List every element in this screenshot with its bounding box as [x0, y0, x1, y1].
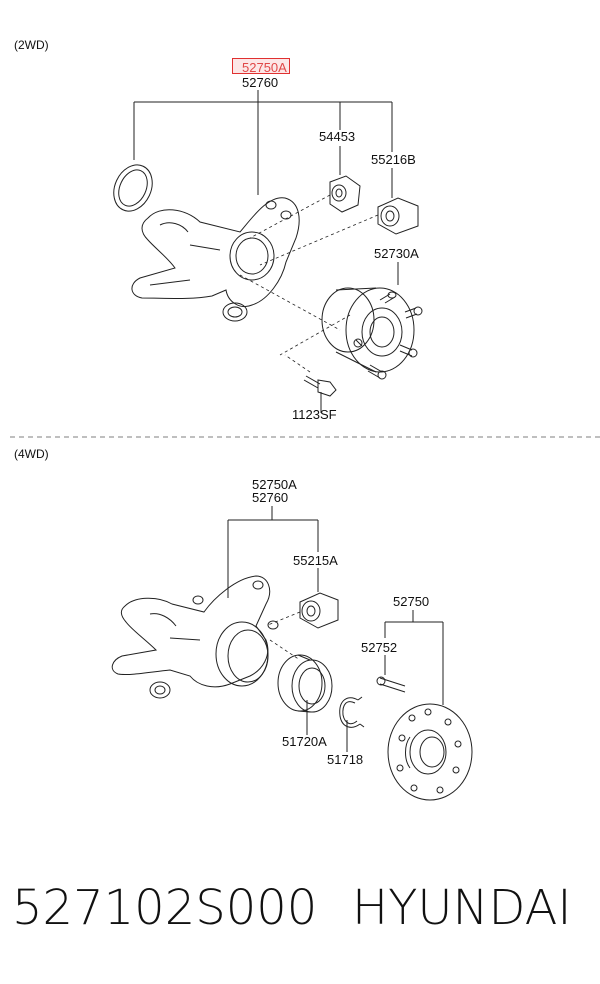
bushing-55216b[interactable] — [377, 197, 419, 235]
label-52750[interactable]: 52750 — [393, 594, 430, 609]
leader-lines-2wd — [133, 90, 399, 413]
label-1123sf[interactable]: 1123SF — [292, 407, 337, 422]
label-52760-4wd[interactable]: 52760 — [252, 490, 289, 505]
seal-ring-2wd[interactable] — [107, 159, 160, 218]
label-51718[interactable]: 51718 — [327, 752, 364, 767]
knuckle-2wd[interactable] — [131, 197, 300, 322]
label-55215a[interactable]: 55215A — [293, 553, 338, 568]
snap-ring-51718[interactable] — [339, 696, 365, 728]
label-54453[interactable]: 54453 — [319, 129, 356, 144]
highlighted-part-callout[interactable]: 52750A — [232, 58, 290, 75]
label-52730a[interactable]: 52730A — [374, 246, 419, 261]
bolt-1123sf[interactable] — [303, 375, 337, 397]
section-2wd-label: (2WD) — [14, 38, 49, 52]
label-55216b[interactable]: 55216B — [371, 152, 416, 167]
bushing-55215a[interactable] — [267, 592, 339, 630]
bearing-51720a[interactable] — [277, 654, 333, 713]
part-52750a-highlight-label: 52750A — [242, 60, 287, 75]
hub-flange-52750[interactable] — [387, 703, 473, 801]
footer-part-number: 527102S000 — [12, 880, 318, 936]
label-52760-2wd[interactable]: 52760 — [242, 75, 279, 90]
leader-lines-4wd — [227, 506, 444, 752]
knuckle-4wd[interactable] — [111, 575, 271, 699]
stud-52752[interactable] — [376, 676, 406, 693]
label-52750a-4wd[interactable]: 52750A — [252, 477, 297, 492]
bushing-54453[interactable] — [329, 175, 361, 213]
hub-assembly-52730a[interactable] — [321, 287, 423, 380]
section-4wd-label: (4WD) — [14, 447, 49, 461]
label-51720a[interactable]: 51720A — [282, 734, 327, 749]
label-52752[interactable]: 52752 — [361, 640, 398, 655]
footer-brand: HYUNDAI — [352, 880, 572, 936]
